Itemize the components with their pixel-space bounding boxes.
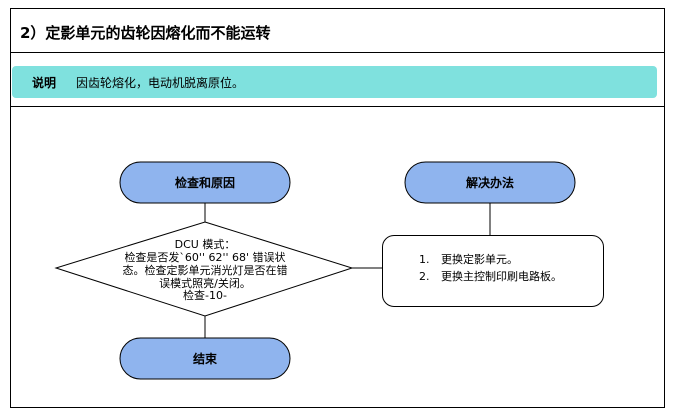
- decision-line-3: 态。检查定影单元消光灯是否在错: [123, 263, 288, 277]
- check-cause-node: [119, 161, 291, 204]
- solution-item-number: 1.: [419, 253, 430, 266]
- solution-item-text: 更换定影单元。: [441, 253, 518, 266]
- note-text: 因齿轮熔化，电动机脱离原位。: [76, 76, 245, 90]
- note-label: 说明: [32, 76, 57, 90]
- solution-list: 1. 更换定影单元。 2. 更换主控制印刷电路板。: [419, 251, 562, 285]
- note-divider: [10, 106, 665, 107]
- solution-item: 2. 更换主控制印刷电路板。: [419, 268, 562, 285]
- decision-line-4: 误模式照亮/关闭。: [159, 276, 251, 290]
- page-frame: [10, 8, 665, 408]
- end-node: [119, 337, 291, 380]
- solution-label: 解决办法: [466, 175, 514, 190]
- solution-item-text: 更换主控制印刷电路板。: [441, 270, 562, 283]
- title-divider: [10, 52, 665, 53]
- solution-item-number: 2.: [419, 270, 430, 283]
- page-title: 2）定影单元的齿轮因熔化而不能运转: [20, 24, 271, 42]
- end-label: 结束: [193, 351, 218, 366]
- decision-line-1: DCU 模式：: [175, 238, 236, 251]
- solution-box: 1. 更换定影单元。 2. 更换主控制印刷电路板。: [382, 235, 604, 307]
- solution-node: [404, 161, 576, 204]
- check-cause-label: 检查和原因: [175, 175, 235, 190]
- decision-line-2: 检查是否发`60'' 62'' 68' 错误状: [124, 250, 285, 264]
- solution-item: 1. 更换定影单元。: [419, 251, 562, 268]
- decision-node: [54, 221, 354, 317]
- decision-line-5: 检查-10-: [183, 288, 227, 302]
- note-banner: 说明 因齿轮熔化，电动机脱离原位。: [12, 66, 657, 98]
